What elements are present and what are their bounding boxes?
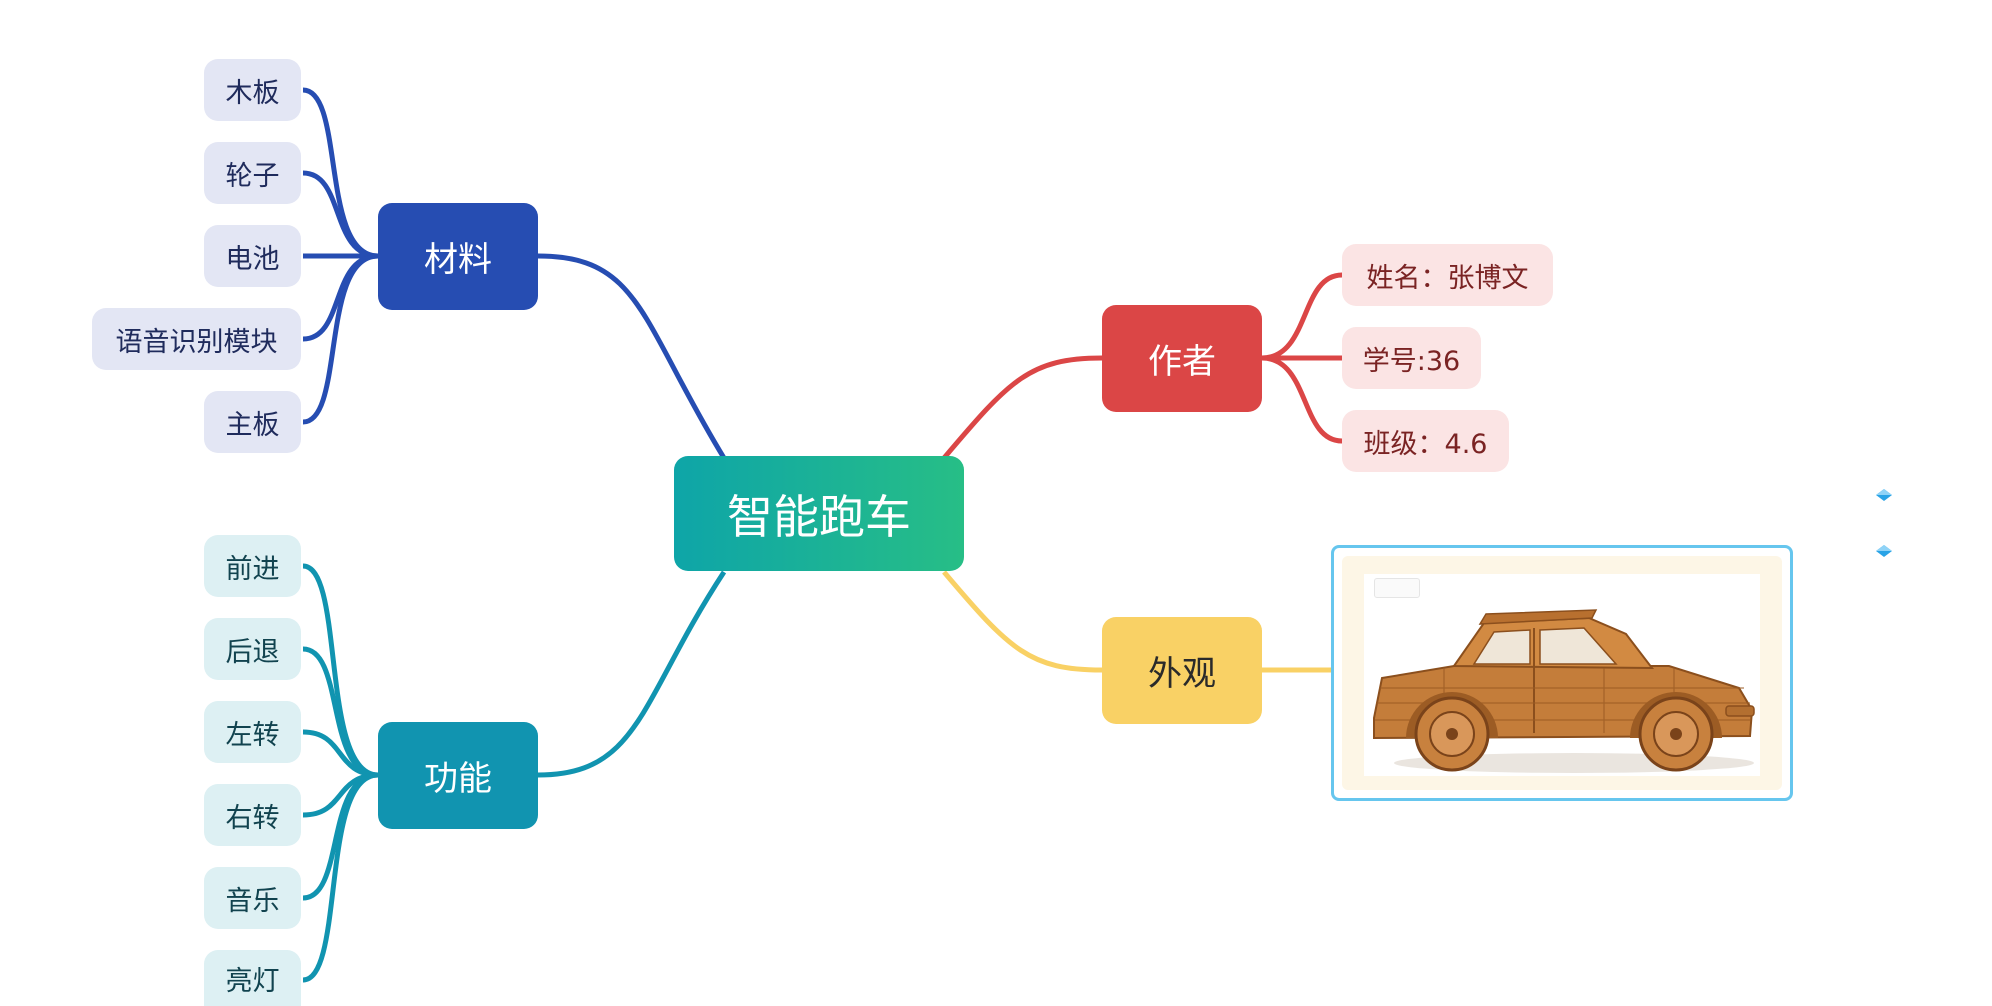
leaf-author-student-id[interactable]: 学号:36 [1342, 327, 1481, 389]
branch-appearance[interactable]: 外观 [1102, 617, 1262, 724]
image-watermark-tag [1374, 578, 1420, 598]
leaf-functions-2[interactable]: 后退 [204, 618, 301, 680]
leaf-functions-4[interactable]: 右转 [204, 784, 301, 846]
leaf-materials-3[interactable]: 电池 [204, 225, 301, 287]
appearance-image-frame[interactable] [1331, 545, 1793, 801]
leaf-functions-1[interactable]: 前进 [204, 535, 301, 597]
branch-materials[interactable]: 材料 [378, 203, 538, 310]
branch-functions[interactable]: 功能 [378, 722, 538, 829]
leaf-materials-5[interactable]: 主板 [204, 391, 301, 453]
root-topic[interactable]: 智能跑车 [674, 456, 964, 571]
image-background [1342, 556, 1782, 790]
side-marker-icon[interactable] [1874, 543, 1894, 559]
leaf-functions-6[interactable]: 亮灯 [204, 950, 301, 1006]
side-marker-icon[interactable] [1874, 487, 1894, 503]
leaf-materials-4[interactable]: 语音识别模块 [92, 308, 301, 370]
leaf-materials-1[interactable]: 木板 [204, 59, 301, 121]
leaf-materials-2[interactable]: 轮子 [204, 142, 301, 204]
car-image [1373, 609, 1755, 773]
branch-author[interactable]: 作者 [1102, 305, 1262, 412]
wheel-rear-icon [1638, 696, 1714, 772]
wheel-front-icon [1414, 696, 1490, 772]
leaf-functions-3[interactable]: 左转 [204, 701, 301, 763]
leaf-author-class[interactable]: 班级：4.6 [1342, 410, 1509, 472]
leaf-author-name[interactable]: 姓名：张博文 [1342, 244, 1553, 306]
leaf-functions-5[interactable]: 音乐 [204, 867, 301, 929]
